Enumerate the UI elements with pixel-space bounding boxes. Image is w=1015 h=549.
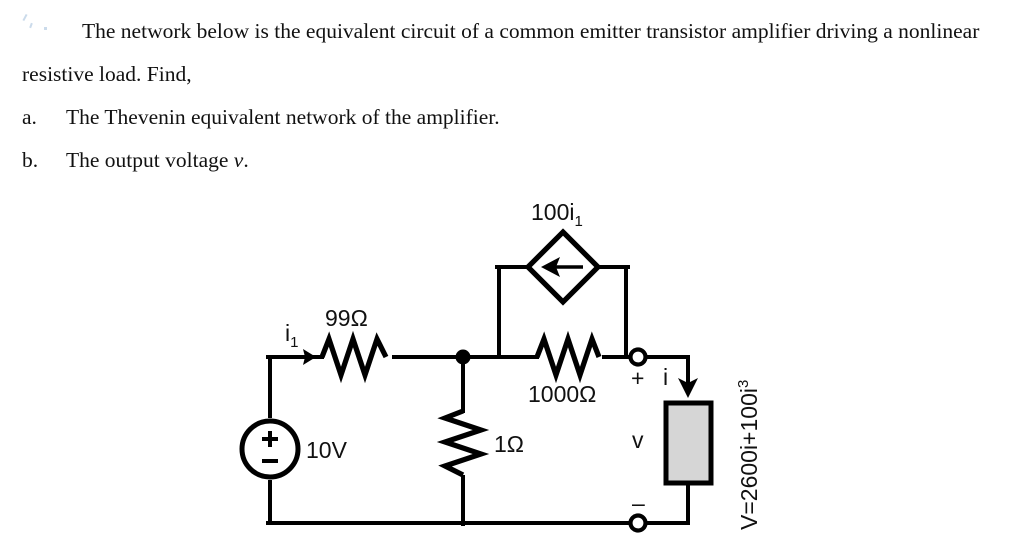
- resistor-99-ohm-zigzag: [319, 330, 389, 384]
- output-terminal-positive-marker: +: [631, 365, 644, 391]
- resistor-1-ohm: 1Ω: [436, 408, 524, 478]
- question-text-b-suffix: .: [243, 148, 249, 172]
- question-item-a: a. The Thevenin equivalent network of th…: [22, 96, 995, 139]
- question-text-b-prefix: The output voltage: [66, 148, 234, 172]
- voltage-source-label: 10V: [306, 437, 348, 463]
- resistor-1000-ohm: 1000Ω: [528, 330, 602, 407]
- current-i1-arrowhead: [303, 349, 316, 365]
- resistor-1000-ohm-zigzag: [534, 330, 602, 384]
- resistor-99-ohm: 99Ω: [319, 305, 389, 384]
- output-voltage-label: v: [632, 427, 644, 453]
- problem-question-list: a. The Thevenin equivalent network of th…: [22, 96, 995, 182]
- dependent-current-source-label: 100i1: [531, 199, 583, 230]
- load-equation-group: V=2600i+100i3: [735, 380, 762, 530]
- nonlinear-load-box: [663, 400, 714, 486]
- question-text-b-variable: v: [233, 148, 244, 172]
- problem-statement: The network below is the equivalent circ…: [0, 0, 1015, 182]
- question-text-a: The Thevenin equivalent network of the a…: [66, 105, 500, 129]
- dependent-current-source-arrowhead: [541, 257, 560, 277]
- load-current-label: i: [663, 364, 668, 390]
- question-item-b: b. The output voltage v.: [22, 139, 995, 182]
- problem-paragraph: The network below is the equivalent circ…: [22, 10, 995, 96]
- voltage-source-10v: 10V: [239, 418, 348, 480]
- voltage-source-circle: [239, 418, 301, 480]
- load-current-indicator: i: [663, 364, 698, 398]
- question-marker-b: b.: [22, 148, 39, 172]
- question-text-b: The output voltage v.: [66, 139, 249, 182]
- resistor-99-ohm-label: 99Ω: [325, 305, 368, 331]
- load-equation-label: V=2600i+100i3: [735, 380, 762, 530]
- output-terminal-negative: –: [628, 490, 648, 533]
- resistor-1-ohm-zigzag: [436, 408, 490, 478]
- problem-paragraph-text: The network below is the equivalent circ…: [22, 19, 980, 86]
- circuit-diagram: 99Ω i1 10V 1Ω 1000Ω: [0, 190, 1015, 549]
- output-terminal-positive: +: [628, 347, 648, 391]
- output-terminal-negative-circle: [628, 513, 648, 533]
- question-marker-a: a.: [22, 105, 37, 129]
- current-i1-label: i1: [285, 320, 298, 351]
- resistor-1000-ohm-label: 1000Ω: [528, 381, 596, 407]
- junction-node-dot: [455, 349, 471, 365]
- output-terminal-negative-marker: –: [632, 490, 645, 516]
- wire-top-terminal-to-load: [643, 355, 690, 392]
- wire-load-to-bottom-terminal: [645, 481, 690, 525]
- dependent-current-source: 100i1: [524, 199, 602, 306]
- output-terminal-positive-circle: [628, 347, 648, 367]
- current-i1-indicator: i1: [285, 320, 316, 365]
- resistor-1-ohm-label: 1Ω: [494, 431, 524, 457]
- load-current-arrowhead: [678, 378, 698, 398]
- voltage-source-plus-symbol: [262, 431, 278, 447]
